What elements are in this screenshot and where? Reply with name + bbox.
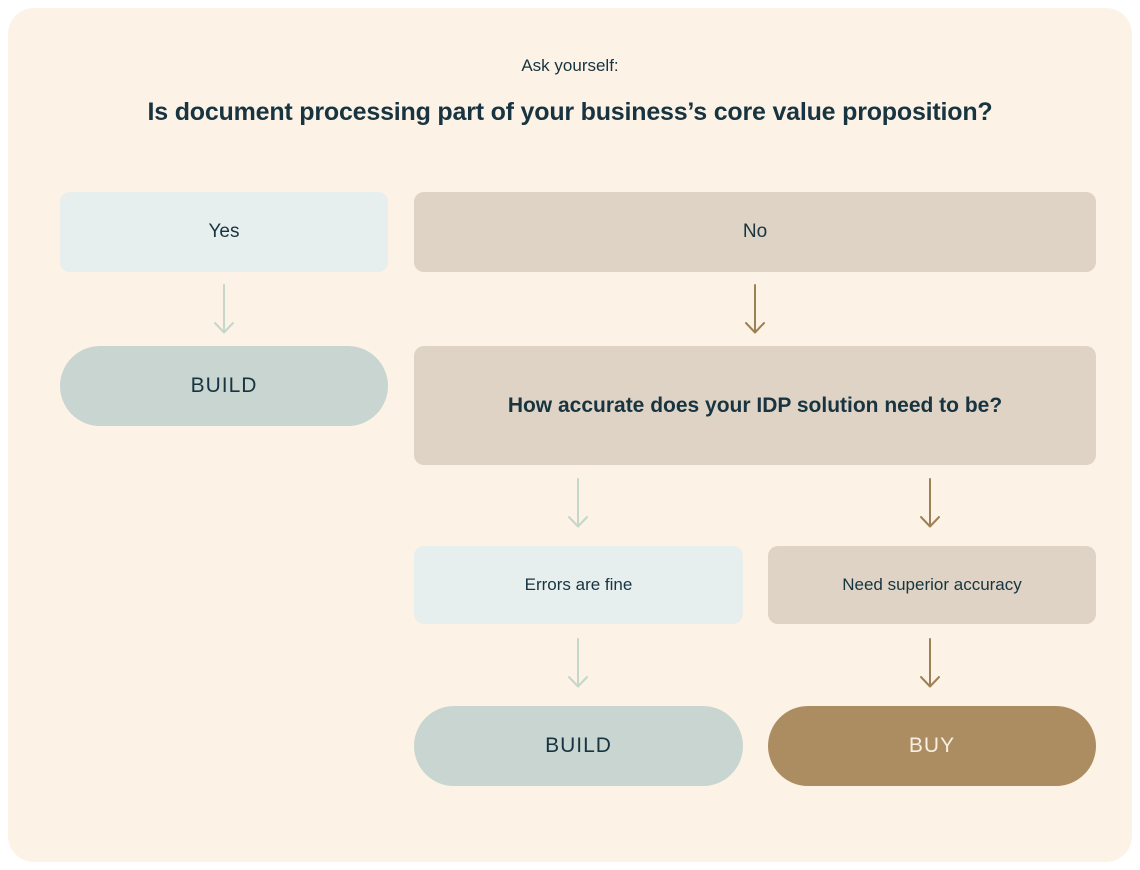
node-no: No	[414, 192, 1096, 272]
node-superior-accuracy: Need superior accuracy	[768, 546, 1096, 624]
flowchart-panel: Ask yourself: Is document processing par…	[8, 8, 1132, 862]
node-yes-label: Yes	[208, 221, 240, 242]
node-buy-label: BUY	[908, 734, 956, 757]
node-build-bottom: BUILD	[414, 706, 743, 786]
node-question-accuracy: How accurate does your IDP solution need…	[414, 346, 1096, 465]
arrow-down-icon	[565, 478, 591, 528]
node-no-label: No	[742, 221, 768, 242]
node-yes: Yes	[60, 192, 388, 272]
node-build-bottom-label: BUILD	[545, 734, 612, 757]
arrow-down-icon	[917, 478, 943, 528]
node-build-left-label: BUILD	[190, 374, 258, 397]
arrow-down-icon	[565, 638, 591, 688]
flowchart-header: Ask yourself: Is document processing par…	[8, 56, 1132, 127]
page-title: Is document processing part of your busi…	[147, 98, 993, 126]
node-build-left: BUILD	[60, 346, 388, 426]
node-superior-accuracy-label: Need superior accuracy	[842, 575, 1022, 594]
kicker-text: Ask yourself:	[521, 56, 619, 75]
arrow-down-icon	[917, 638, 943, 688]
node-question-accuracy-label: How accurate does your IDP solution need…	[507, 393, 1003, 417]
node-errors-fine: Errors are fine	[414, 546, 743, 624]
arrow-down-icon	[742, 284, 768, 334]
node-buy: BUY	[768, 706, 1096, 786]
node-errors-fine-label: Errors are fine	[524, 575, 633, 594]
arrow-down-icon	[211, 284, 237, 334]
